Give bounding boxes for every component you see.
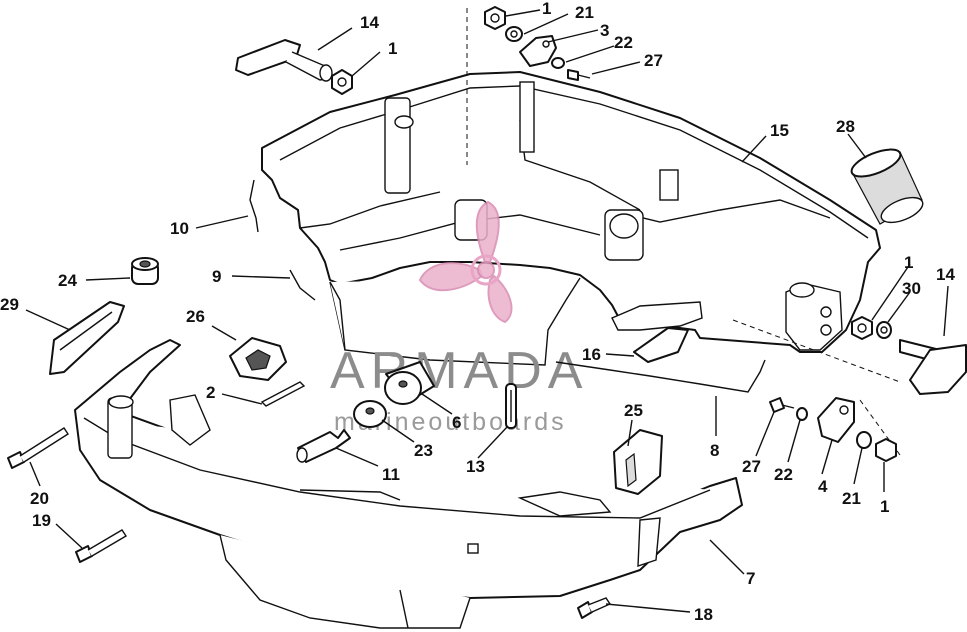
callout-22-right: 22: [774, 465, 793, 484]
flat-washer: [353, 400, 387, 428]
callout-1-top: 1: [542, 0, 551, 18]
latch-handle-right: [899, 339, 967, 395]
callout-8: 8: [710, 441, 719, 460]
lower-cowl-pan: [74, 339, 743, 629]
callout-7: 7: [746, 569, 755, 588]
watermark-title: ARMADA: [330, 342, 588, 400]
callout-4: 4: [818, 477, 828, 496]
callout-leader-lines: [25, 9, 949, 613]
callout-29: 29: [0, 295, 19, 314]
cotter-pin: [260, 381, 306, 407]
callout-28: 28: [836, 117, 855, 136]
callout-2: 2: [206, 383, 215, 402]
callout-16: 16: [582, 345, 601, 364]
screw-right: [769, 397, 795, 413]
short-bolt-bottom: [577, 597, 612, 619]
support-block: [613, 429, 663, 495]
callout-18: 18: [694, 605, 713, 624]
hinge-hardware-top: [484, 6, 591, 81]
rubber-sleeve: [850, 148, 924, 225]
callout-1-top-left: 1: [388, 39, 397, 58]
nut-lower-right: [875, 438, 897, 462]
callout-9: 9: [212, 267, 221, 286]
callout-14-top: 14: [360, 13, 379, 32]
callout-21-right: 21: [842, 489, 861, 508]
mounting-stud: [296, 429, 351, 463]
grommet: [131, 257, 159, 285]
callout-24: 24: [58, 271, 77, 290]
callout-11: 11: [382, 465, 400, 484]
callout-15: 15: [770, 121, 789, 140]
callout-labels: 14 1 1 21 3 22 27 15 28 10 9 24 29 26 2 …: [0, 0, 955, 624]
spacer-bar: [505, 383, 517, 429]
callout-20: 20: [30, 489, 49, 508]
nut-washer-right: [851, 316, 892, 340]
callout-1-bottom-right: 1: [880, 497, 889, 516]
hinge-bracket: [817, 397, 855, 443]
nut-top-left: [331, 69, 353, 95]
callout-3: 3: [600, 21, 609, 40]
washer-lower-right: [856, 431, 872, 449]
callout-27-right: 27: [742, 457, 761, 476]
callout-1-right: 1: [904, 253, 913, 272]
seal-strip-lower: [289, 269, 316, 301]
callout-6: 6: [452, 413, 461, 432]
seal-strip-upper: [249, 179, 259, 233]
upper-cowl-housing: [261, 71, 881, 366]
callout-10: 10: [170, 219, 189, 238]
callout-25: 25: [624, 401, 643, 420]
rubber-bumper-strip: [49, 301, 125, 375]
callout-19: 19: [32, 511, 51, 530]
square-grommet: [229, 337, 287, 381]
callout-13: 13: [466, 457, 485, 476]
callout-27-top: 27: [644, 51, 663, 70]
cable: [555, 359, 766, 393]
latch-handle-top: [235, 39, 334, 82]
washer-right: [796, 407, 808, 421]
callout-21-top: 21: [575, 3, 594, 22]
rubber-bumper: [384, 361, 435, 405]
long-bolt: [7, 427, 69, 469]
wear-plate: [633, 327, 689, 363]
callout-26: 26: [186, 307, 205, 326]
callout-30: 30: [902, 279, 921, 298]
callout-14-right: 14: [936, 265, 955, 284]
callout-22-top: 22: [614, 33, 633, 52]
callout-23: 23: [414, 441, 433, 460]
short-bolt-left: [75, 529, 127, 563]
